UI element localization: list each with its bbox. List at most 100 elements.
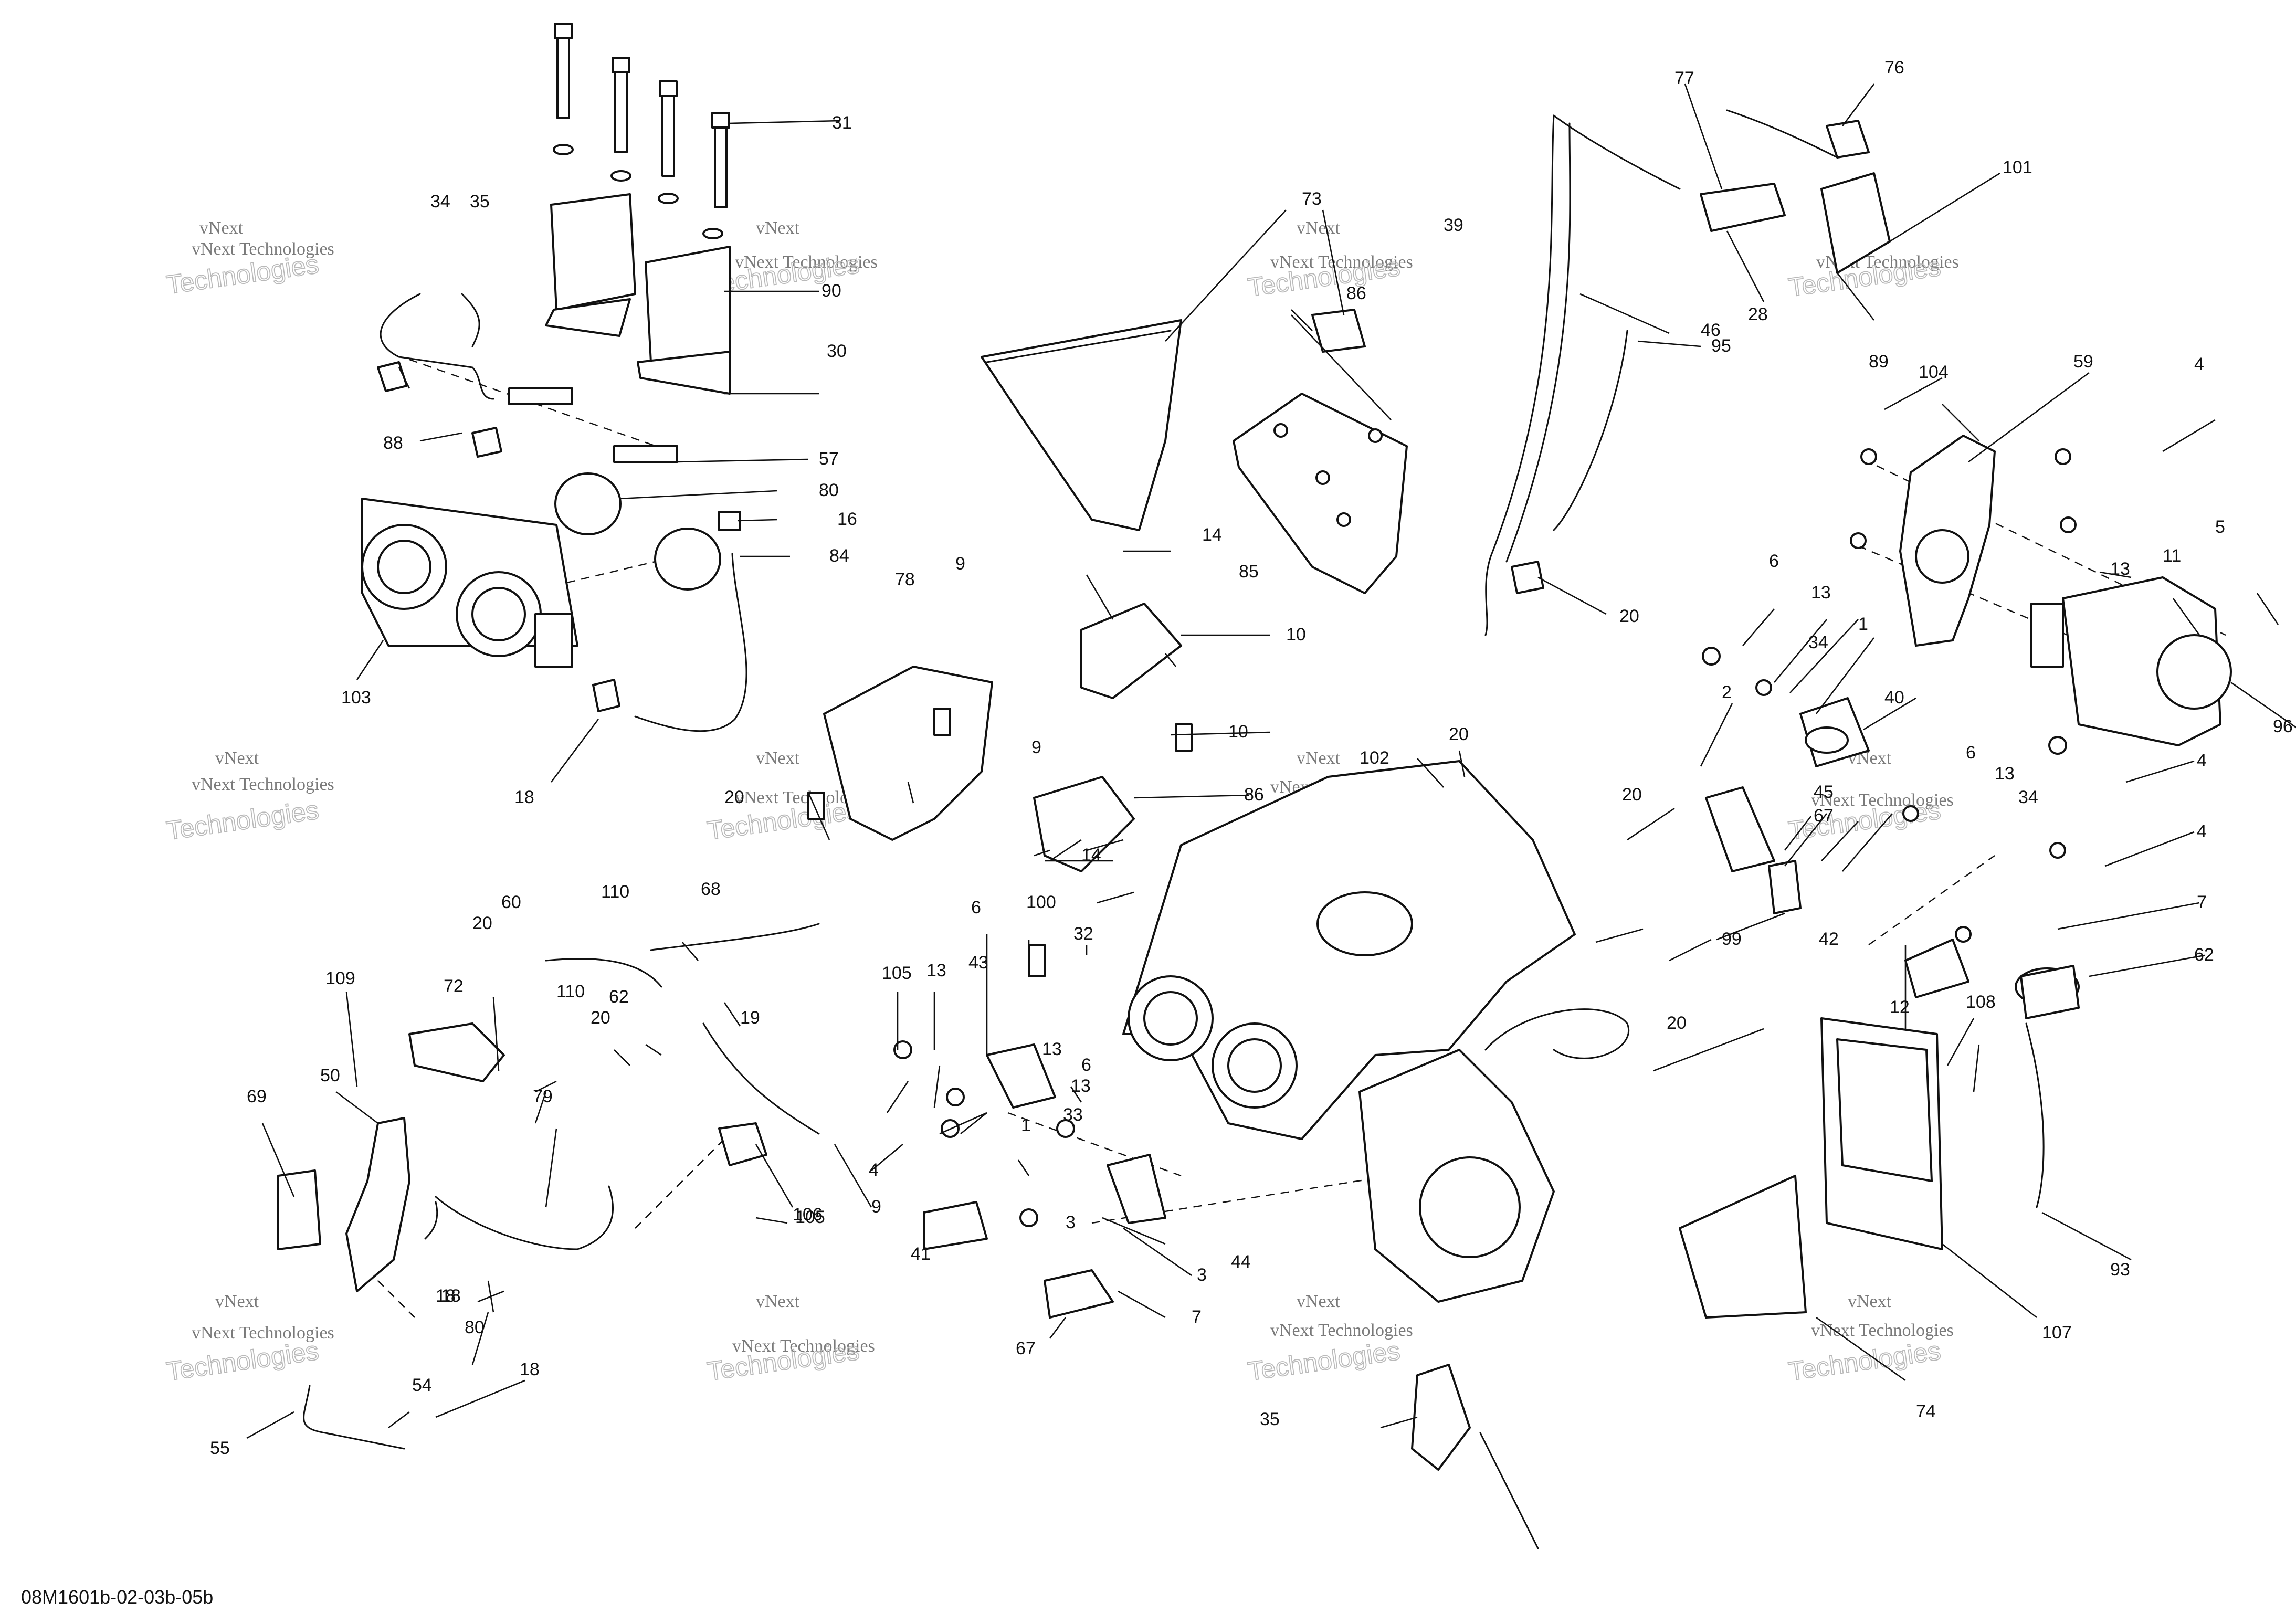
callout-label: 72 [444,976,464,996]
sensor-assembly [1700,109,1891,274]
watermark: vNext vNext Technologies Technologies [705,218,878,300]
callout-label: 34 [1808,632,1828,652]
callout-label: 11 [2163,546,2181,566]
callout-label: 86 [1244,785,1264,805]
callout-label: 9 [871,1197,881,1217]
svg-text:vNext Technologies: vNext Technologies [192,775,334,794]
watermark: vNext vNext Technologies Technologies [1786,1292,1954,1387]
starter-motor-icon [2030,576,2232,746]
callout-label: 85 [1239,562,1259,582]
callout-label: 79 [533,1087,553,1106]
callout-label: 41 [911,1244,931,1264]
callout-label: 86 [1346,283,1366,303]
callout-label: 35 [1260,1409,1280,1429]
svg-text:Technologies: Technologies [1787,1336,1943,1386]
callout-label: 12 [1890,997,1910,1017]
callout-label: 110 [556,982,585,1001]
ignition-coil-icon [1033,603,1182,872]
figure-id: 08M1601b-02-03b-05b [21,1586,213,1608]
callout-label: 95 [1711,336,1731,356]
callout-label: 96 [2273,716,2293,736]
callout-label: 69 [247,1087,267,1106]
callout-label: 30 [827,341,847,361]
callout-label: 105 [795,1207,825,1227]
callout-label: 10 [1286,625,1306,645]
callout-label: 13 [1042,1039,1062,1059]
watermark: vNext vNext Technologies Technologies [164,1292,334,1387]
callout-label: 18 [520,1359,540,1379]
callout-label: 80 [819,480,839,500]
watermark: vNext vNext Technologies Technologies [705,1292,875,1387]
callout-label: 103 [341,688,371,708]
watermark: vNext vNext Technologies Technologies [164,218,334,300]
callout-label: 105 [882,963,912,983]
callout-label: 102 [1360,748,1389,768]
callout-label: 78 [895,570,915,589]
watermark: vNext vNext Technologies Technologies [1786,748,1954,846]
throttle-body-icon [361,498,578,668]
dipstick [1411,1364,1539,1549]
callout-label: 106 [793,1205,823,1225]
callout-label: 9 [1031,737,1041,757]
coil-bracket [823,666,993,841]
coolant-hoses [424,923,820,1250]
callout-label: 3 [1197,1265,1207,1285]
callout-label: 43 [968,953,988,973]
callout-label: 39 [1444,215,1463,235]
svg-text:Technologies: Technologies [165,1336,321,1386]
callout-label: 31 [832,113,852,133]
callout-label: 62 [609,987,629,1007]
callout-labels: 1 1 2 3 3 4 4 4 4 5 6 6 6 6 7 7 9 9 9 10… [210,58,2293,1458]
callout-label: 40 [1884,688,1904,708]
svg-text:vNext Technologies: vNext Technologies [192,1323,334,1343]
callout-label: 13 [926,961,946,981]
callout-label: 35 [470,192,490,212]
callout-label: 20 [472,913,492,933]
callout-label: 18 [436,1286,456,1306]
coil-bolts [553,23,730,239]
callout-label: 101 [2003,157,2032,177]
engine-block-icon [1122,760,1629,1303]
oil-pump [277,1117,410,1292]
callout-label: 16 [837,509,857,529]
callout-label: 6 [1769,551,1779,571]
starter-bracket [1899,435,1996,647]
callout-label: 7 [1192,1307,1202,1327]
svg-text:vNext: vNext [215,1292,259,1311]
svg-text:vNext: vNext [199,218,244,238]
callout-label: 13 [2110,559,2130,579]
svg-text:vNext: vNext [756,1292,800,1311]
callout-label: 68 [701,879,721,899]
callout-label: 99 [1722,929,1742,949]
callout-label: 13 [1071,1076,1091,1096]
callout-label: 88 [383,433,403,453]
callout-label: 32 [1073,924,1093,944]
svg-text:vNext: vNext [1297,1292,1341,1311]
callout-label: 7 [2197,892,2207,912]
callout-label: 55 [210,1438,230,1458]
engine-mounts [1705,697,2080,1019]
callout-label: 90 [821,281,841,301]
spark-plug-wires [377,293,678,463]
callout-label: 19 [740,1008,760,1028]
callout-label: 13 [1811,583,1831,603]
callout-label: 20 [1667,1013,1687,1033]
watermark: vNext vNext Technologies Technologies [164,748,334,846]
callout-label: 4 [2194,354,2204,374]
svg-text:vNext: vNext [756,748,800,768]
callout-label: 42 [1819,929,1839,949]
callout-label: 9 [955,554,965,574]
callout-label: 44 [1231,1252,1251,1272]
watermark: vNext vNext Technologies Technologies [1246,218,1413,303]
callout-label: 6 [1081,1055,1091,1075]
callout-label: 108 [1966,992,1996,1012]
callout-label: 20 [1622,785,1642,805]
callout-label: 104 [1919,362,1949,382]
svg-text:Technologies: Technologies [165,795,321,846]
small-fitting [1311,309,1366,353]
callout-label: 4 [2197,751,2207,771]
callout-label: 107 [2042,1323,2072,1343]
callout-label: 100 [1026,892,1056,912]
callout-label: 1 [1858,614,1868,634]
fasteners [807,448,2077,1227]
